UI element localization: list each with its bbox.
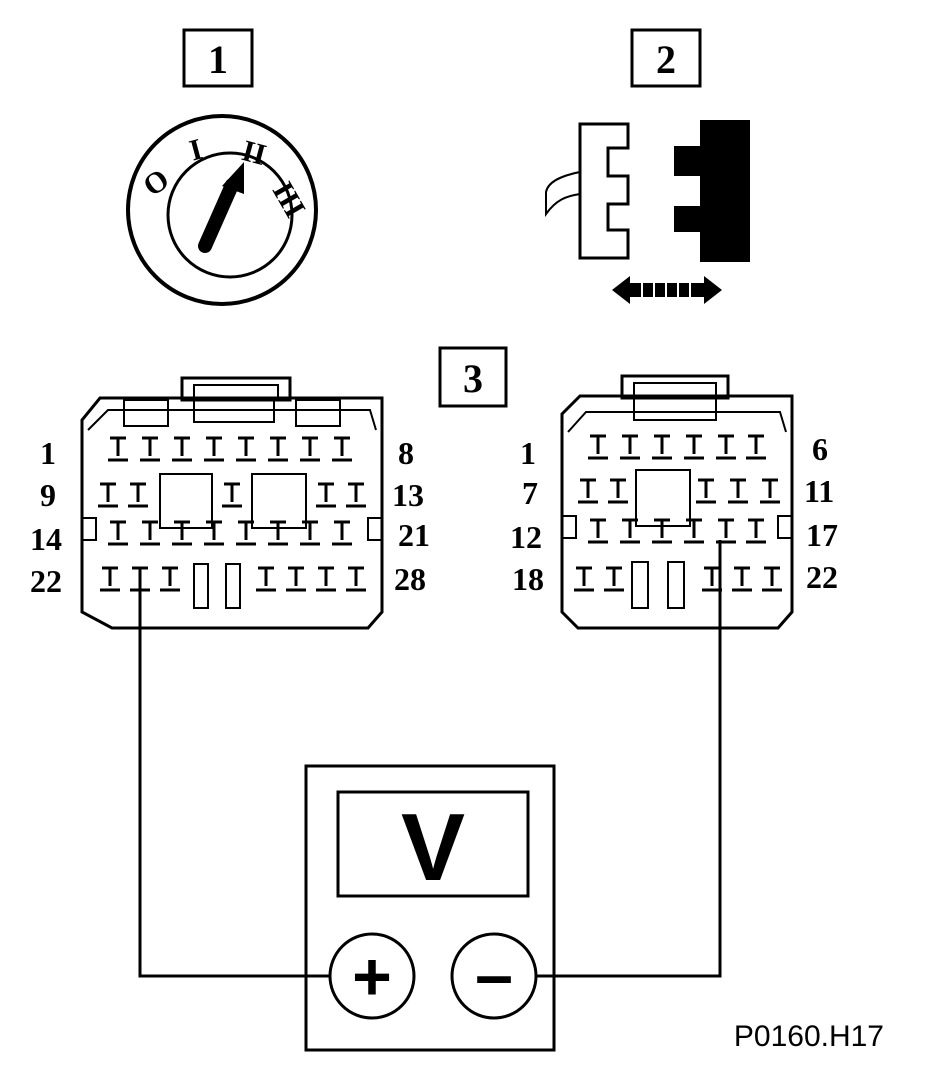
right-pin-r1-2 xyxy=(620,434,640,460)
left-pin-r4-6 xyxy=(316,566,336,592)
left-row3-end: 21 xyxy=(398,517,430,553)
right-pin-r3-2 xyxy=(620,518,640,544)
step-number-3: 3 xyxy=(463,356,483,401)
right-row3-start: 12 xyxy=(510,519,542,555)
right-pin-r2-5 xyxy=(760,478,780,504)
right-pin-r1-3 xyxy=(652,434,672,460)
left-pin-r1-5 xyxy=(236,436,256,462)
left-pin-r1-1 xyxy=(108,436,128,462)
left-pin-r4-5 xyxy=(286,566,306,592)
right-row4-end: 22 xyxy=(806,559,838,595)
figure-reference: P0160.H17 xyxy=(734,1020,884,1053)
left-pin-r3-5 xyxy=(236,520,256,546)
step-number-2: 2 xyxy=(656,37,676,82)
left-row1-end: 8 xyxy=(398,435,414,471)
right-pin-r2-4 xyxy=(728,478,748,504)
wire-negative xyxy=(536,540,722,978)
left-pin-r1-6 xyxy=(268,436,288,462)
left-row2-start: 9 xyxy=(40,477,56,513)
right-pin-r3-4 xyxy=(684,518,704,544)
connector-right xyxy=(560,374,794,630)
right-pin-r4-4 xyxy=(732,566,752,592)
left-pin-r2-5 xyxy=(346,482,366,508)
right-pin-r4-2 xyxy=(604,566,624,592)
step-number-1: 1 xyxy=(208,37,228,82)
connector-left-pins xyxy=(98,436,366,592)
right-row4-start: 18 xyxy=(512,561,544,597)
step-label-1: 1 xyxy=(182,28,254,88)
right-pin-r1-5 xyxy=(716,434,736,460)
left-row2-end: 13 xyxy=(392,477,424,513)
connector-left xyxy=(80,376,384,630)
left-pin-r1-2 xyxy=(140,436,160,462)
left-pin-r4-7 xyxy=(346,566,366,592)
right-pin-r1-1 xyxy=(588,434,608,460)
right-pin-r4-1 xyxy=(574,566,594,592)
right-pin-r2-2 xyxy=(608,478,628,504)
right-row2-start: 7 xyxy=(522,475,538,511)
left-pin-r4-1 xyxy=(100,566,120,592)
wire-positive xyxy=(138,586,330,978)
double-arrow-icon xyxy=(612,276,722,304)
right-pin-r1-4 xyxy=(684,434,704,460)
connector-disconnect-icon xyxy=(545,120,750,304)
left-pin-r3-2 xyxy=(140,520,160,546)
left-pin-r4-3 xyxy=(160,566,180,592)
left-pin-r1-3 xyxy=(172,436,192,462)
right-pin-r3-6 xyxy=(746,518,766,544)
right-pin-r3-1 xyxy=(588,518,608,544)
left-pin-r3-6 xyxy=(268,520,288,546)
left-pin-r4-4 xyxy=(256,566,276,592)
left-pin-r2-3 xyxy=(222,482,242,508)
left-pin-r3-7 xyxy=(300,520,320,546)
ignition-switch-icon: O I II III xyxy=(126,114,318,306)
left-row4-end: 28 xyxy=(394,561,426,597)
left-pin-r2-1 xyxy=(98,482,118,508)
right-pin-r3-3 xyxy=(652,518,672,544)
right-pin-r3-5 xyxy=(716,518,736,544)
left-row4-start: 22 xyxy=(30,563,62,599)
step-label-3: 3 xyxy=(438,346,508,408)
left-pin-r1-8 xyxy=(332,436,352,462)
left-row1-start: 1 xyxy=(40,435,56,471)
right-row2-end: 11 xyxy=(804,473,834,509)
right-pin-r2-3 xyxy=(696,478,716,504)
left-pin-r3-4 xyxy=(204,520,224,546)
left-pin-r3-8 xyxy=(332,520,352,546)
right-row3-end: 17 xyxy=(806,517,838,553)
right-pin-r2-1 xyxy=(578,478,598,504)
minus-terminal: – xyxy=(475,937,513,1013)
left-pin-r1-4 xyxy=(204,436,224,462)
connector-right-pins xyxy=(574,434,782,592)
voltmeter-display: V xyxy=(401,794,465,901)
left-pin-r2-2 xyxy=(128,482,148,508)
right-row1-end: 6 xyxy=(812,431,828,467)
left-row3-start: 14 xyxy=(30,521,62,557)
voltmeter: V + – xyxy=(304,764,556,1052)
left-pin-r1-7 xyxy=(300,436,320,462)
left-pin-r2-4 xyxy=(316,482,336,508)
right-row1-start: 1 xyxy=(520,435,536,471)
right-pin-r1-6 xyxy=(746,434,766,460)
left-pin-r3-3 xyxy=(172,520,192,546)
step-label-2: 2 xyxy=(630,28,702,88)
left-pin-r3-1 xyxy=(108,520,128,546)
plus-terminal: + xyxy=(352,939,392,1015)
right-pin-r4-5 xyxy=(762,566,782,592)
